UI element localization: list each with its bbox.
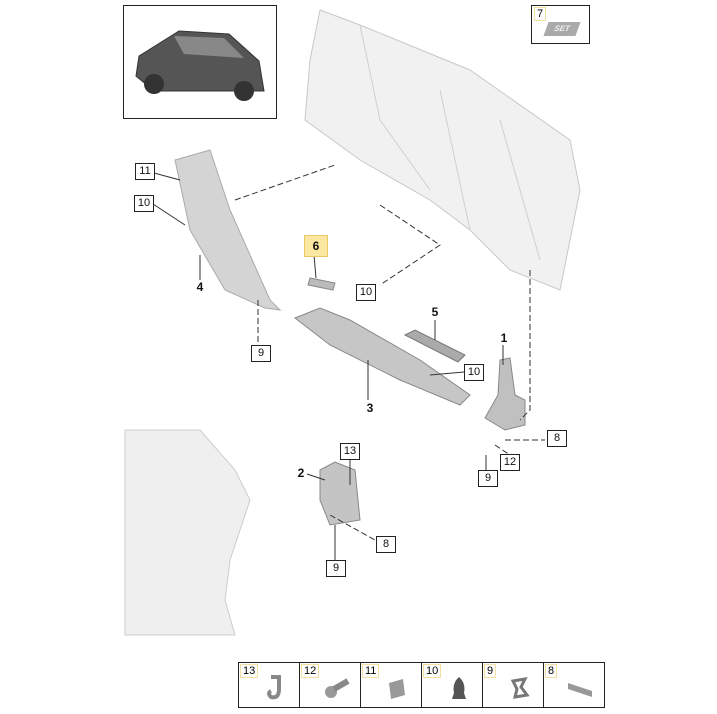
callout-10[interactable]: 10 bbox=[134, 195, 154, 212]
leader-lines bbox=[234, 164, 545, 541]
legend-number: 12 bbox=[301, 664, 320, 678]
callout-5[interactable]: 5 bbox=[431, 305, 439, 319]
legend-number: 8 bbox=[545, 664, 558, 678]
spring-clip-icon bbox=[510, 677, 530, 699]
callout-9[interactable]: 9 bbox=[478, 470, 498, 487]
callout-6-highlighted[interactable]: 6 bbox=[304, 235, 328, 257]
body-shell bbox=[304, 9, 581, 291]
callout-1[interactable]: 1 bbox=[500, 331, 508, 345]
callout-2[interactable]: 2 bbox=[297, 466, 305, 480]
a-pillar-trim bbox=[174, 149, 282, 311]
legend-item-8[interactable]: 8 bbox=[544, 663, 604, 707]
callout-4[interactable]: 4 bbox=[196, 280, 204, 294]
legend-number: 11 bbox=[362, 664, 380, 678]
legend-item-12[interactable]: 12 bbox=[300, 663, 361, 707]
callout-9[interactable]: 9 bbox=[326, 560, 346, 577]
callout-8[interactable]: 8 bbox=[547, 430, 567, 447]
part-2 bbox=[319, 461, 361, 526]
screw-icon bbox=[325, 678, 350, 698]
part-5 bbox=[403, 329, 466, 363]
part-6 bbox=[307, 277, 336, 291]
legend-item-10[interactable]: 10 bbox=[422, 663, 483, 707]
callout-9[interactable]: 9 bbox=[251, 345, 271, 362]
expansion-nut-icon bbox=[452, 677, 466, 699]
clip-hook-icon bbox=[267, 675, 281, 700]
callout-10[interactable]: 10 bbox=[356, 284, 376, 301]
legend-item-13[interactable]: 13 bbox=[239, 663, 300, 707]
callout-13[interactable]: 13 bbox=[340, 443, 360, 460]
fender bbox=[124, 429, 251, 636]
car-icon bbox=[135, 30, 265, 101]
legend-item-11[interactable]: 11 bbox=[361, 663, 422, 707]
set-item-number: 7 bbox=[534, 7, 547, 21]
legend-number: 10 bbox=[423, 664, 442, 678]
vehicle-thumbnail bbox=[123, 5, 277, 119]
legend-item-9[interactable]: 9 bbox=[483, 663, 544, 707]
sill-trim bbox=[294, 307, 471, 406]
callout-10[interactable]: 10 bbox=[464, 364, 484, 381]
set-brick-icon: SET bbox=[543, 22, 581, 36]
callout-12[interactable]: 12 bbox=[500, 454, 520, 471]
clip-bracket-icon bbox=[389, 679, 405, 699]
part-1 bbox=[484, 357, 526, 431]
legend-number: 9 bbox=[484, 664, 497, 678]
set-item-box[interactable]: 7 SET bbox=[531, 5, 590, 44]
retainer-strip-icon bbox=[568, 683, 592, 697]
callout-11[interactable]: 11 bbox=[135, 163, 155, 180]
callout-3[interactable]: 3 bbox=[366, 401, 374, 415]
callout-8[interactable]: 8 bbox=[376, 536, 396, 553]
fasteners-legend: 13 12 11 10 9 8 bbox=[238, 662, 605, 708]
legend-number: 13 bbox=[240, 664, 259, 678]
